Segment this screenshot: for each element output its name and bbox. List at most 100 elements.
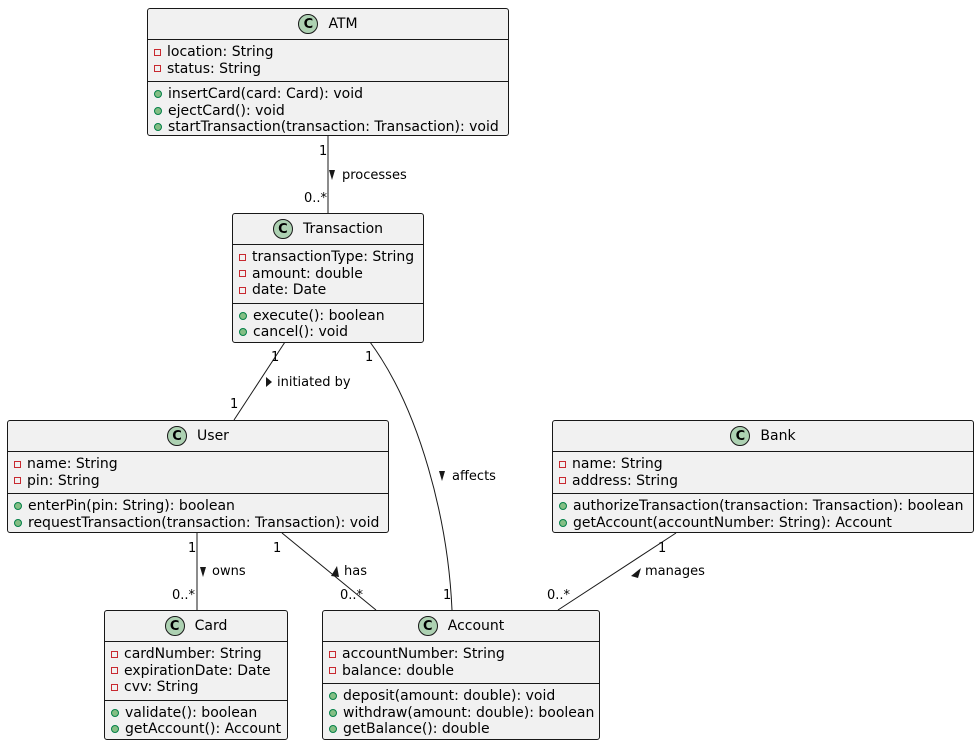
public-visibility-icon [329,692,337,701]
attribute-text: balance: double [342,662,454,679]
method-text: withdraw(amount: double): boolean [343,704,595,721]
private-visibility-icon [14,477,21,485]
method-row: withdraw(amount: double): boolean [329,704,595,722]
private-visibility-icon [329,650,336,658]
method-row: getAccount(): Account [111,721,281,738]
private-visibility-icon [154,48,161,56]
private-visibility-icon [239,286,246,294]
public-visibility-icon [111,725,119,734]
class-name: User [197,428,229,444]
method-text: authorizeTransaction(transaction: Transa… [573,498,964,515]
class-stereotype-icon: C [298,14,319,34]
public-visibility-icon [329,725,337,734]
label-has: has [344,564,367,579]
method-text: getAccount(): Account [125,721,282,738]
attribute-row: status: String [154,61,502,78]
method-row: insertCard(card: Card): void [154,86,502,103]
label-affects: affects [452,469,496,484]
class-header: C Card [105,611,287,642]
mult-user-account-to: 0..* [340,588,364,603]
class-stereotype-icon: C [730,426,751,446]
attribute-row: name: String [559,456,967,473]
private-visibility-icon [111,650,118,658]
attribute-row: name: String [14,456,382,473]
attribute-row: address: String [559,473,967,490]
method-row: startTransaction(transaction: Transactio… [154,119,502,136]
mult-bank-account-from: 1 [658,541,667,556]
public-visibility-icon [559,518,567,527]
mult-transaction-account-from: 1 [365,350,374,365]
mult-bank-account-to: 0..* [547,588,571,603]
method-text: enterPin(pin: String): boolean [28,498,235,515]
private-visibility-icon [14,460,21,468]
attribute-row: transactionType: String [239,249,417,266]
class-header: C ATM [148,9,508,40]
method-row: authorizeTransaction(transaction: Transa… [559,498,967,515]
class-name: ATM [328,16,358,32]
class-stereotype-icon: C [417,616,438,636]
method-text: execute(): boolean [253,307,385,324]
methods-section: authorizeTransaction(transaction: Transa… [553,494,973,535]
method-row: execute(): boolean [239,308,417,325]
attribute-text: cvv: String [124,679,199,696]
attribute-text: name: String [27,456,118,473]
private-visibility-icon [559,477,566,485]
method-row: deposit(amount: double): void [329,688,593,705]
class-header: C User [8,421,388,452]
method-text: getAccount(accountNumber: String): Accou… [573,514,892,531]
attribute-text: date: Date [252,282,327,299]
public-visibility-icon [154,123,162,132]
public-visibility-icon [239,328,247,337]
public-visibility-icon [559,502,567,511]
direction-arrow-affects [439,471,445,481]
attribute-text: transactionType: String [252,249,415,266]
public-visibility-icon [154,90,162,99]
attribute-text: location: String [167,44,274,61]
attribute-text: accountNumber: String [342,646,505,663]
attribute-text: expirationDate: Date [124,662,271,679]
direction-arrow-processes [329,170,335,180]
label-processes: processes [342,168,407,183]
private-visibility-icon [111,667,118,675]
direction-arrow-owns [200,567,206,577]
class-stereotype-icon: C [167,426,188,446]
attribute-text: pin: String [27,472,100,489]
mult-atm-side: 1 [319,144,328,159]
direction-arrow-manages [631,568,641,578]
method-text: getBalance(): double [343,721,490,738]
method-row: getBalance(): double [329,721,593,738]
private-visibility-icon [239,253,246,261]
method-row: ejectCard(): void [154,103,502,120]
attribute-row: accountNumber: String [329,646,593,663]
label-initiated-by: initiated by [277,375,351,390]
attribute-row: date: Date [239,282,417,299]
attribute-row: cardNumber: String [111,646,281,663]
attribute-text: cardNumber: String [124,646,262,663]
attribute-text: amount: double [252,265,363,282]
attribute-row: amount: double [239,266,417,283]
private-visibility-icon [154,65,161,73]
private-visibility-icon [239,270,246,278]
attribute-row: location: String [154,44,502,61]
class-stereotype-icon: C [164,616,185,636]
attribute-row: expirationDate: Date [111,663,281,680]
method-row: enterPin(pin: String): boolean [14,498,382,515]
class-name: Card [194,618,228,634]
mult-transaction-user-to: 1 [230,397,239,412]
method-text: ejectCard(): void [168,102,285,119]
attribute-row: pin: String [14,473,382,490]
